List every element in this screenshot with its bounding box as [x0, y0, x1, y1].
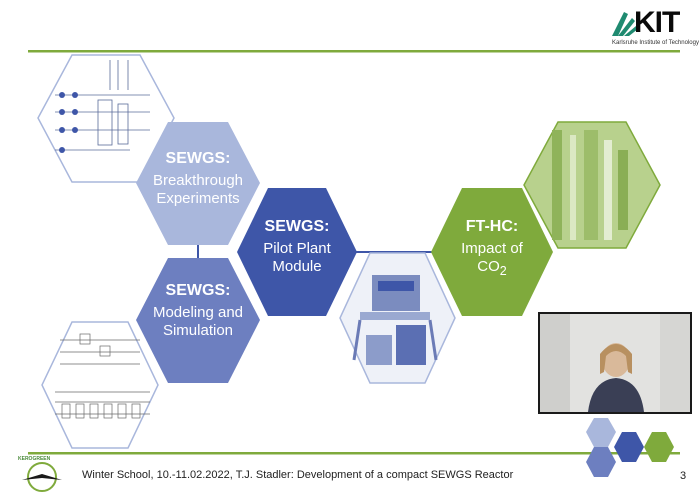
- ft-plant-photo-hexagon: [523, 121, 661, 249]
- hex-body-co2: CO2: [436, 258, 548, 278]
- hex-title: SEWGS:: [264, 218, 330, 235]
- hex-label-pilot-plant: SEWGS: Pilot Plant Module: [242, 218, 352, 275]
- hex-body: Pilot Plant Module: [263, 240, 331, 275]
- hex-breakthrough-experiments: [136, 122, 260, 245]
- hex-title: FT-HC:: [465, 218, 519, 235]
- hex-label-ft-hc: FT-HC: Impact of CO2: [436, 218, 548, 278]
- footer-text: Winter School, 10.-11.02.2022, T.J. Stad…: [82, 469, 514, 481]
- page-number: 3: [680, 470, 687, 482]
- kit-logo-subtitle: Karlsruhe Institute of Technology: [612, 40, 699, 46]
- kit-logo-icon: [612, 12, 638, 36]
- hex-ft-hc-impact: [431, 188, 553, 316]
- hex-modeling-simulation: [136, 258, 260, 383]
- simulation-diagram-hexagon: [41, 321, 159, 449]
- hex-title: SEWGS:: [165, 150, 231, 167]
- pilot-plant-model-hexagon: [339, 252, 456, 384]
- pid-diagram-hexagon: [37, 54, 175, 183]
- presenter-figure-icon: [540, 314, 690, 412]
- kerogreen-logo-text: KEROGREEN: [18, 456, 51, 462]
- hex-body: Breakthrough Experiments: [152, 172, 244, 207]
- kit-logo-text: KIT: [634, 6, 680, 39]
- hex-title: SEWGS:: [165, 282, 231, 299]
- co2-subscript: 2: [499, 263, 507, 278]
- footer-rule: [28, 452, 680, 455]
- presenter-webcam-video: [538, 312, 692, 414]
- co2-text: CO: [477, 257, 500, 275]
- hex-pilot-plant-module: [237, 188, 357, 316]
- hex-label-modeling: SEWGS: Modeling and Simulation: [140, 282, 256, 339]
- decor-mini-hexagons: [586, 418, 674, 477]
- hex-body: Modeling and Simulation: [152, 304, 244, 339]
- kerogreen-logo-icon: [22, 462, 62, 492]
- header-rule: [28, 50, 680, 53]
- hex-body: Impact of: [461, 240, 523, 258]
- hex-label-breakthrough: SEWGS: Breakthrough Experiments: [140, 150, 256, 207]
